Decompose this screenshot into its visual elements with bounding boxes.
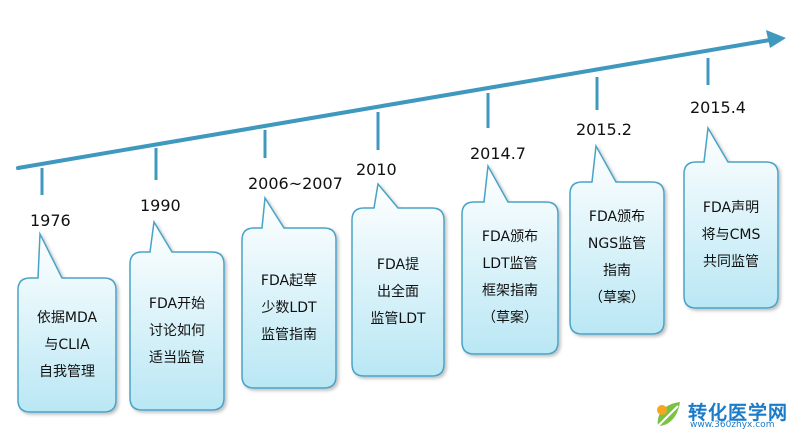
leaf-logo-icon [657, 402, 680, 427]
description-line: （草案） [482, 310, 538, 326]
watermark: 转化医学网 www.360zhyx.com [652, 398, 792, 432]
description-line: FDA提 [376, 256, 420, 273]
watermark-name: 转化医学网 [688, 402, 789, 424]
description-line: FDA声明 [702, 199, 760, 216]
milestone-description: 依据MDA 与CLIA 自我管理 [18, 278, 116, 412]
milestone-year: 2010 [356, 160, 397, 179]
description-line: FDA起草 [260, 272, 318, 289]
description-line: FDA颁布 [588, 209, 646, 225]
description-line: NGS监管 [587, 236, 647, 252]
description-line: FDA开始 [148, 295, 206, 312]
description-line: 指南 [603, 263, 631, 279]
milestone-year: 1990 [140, 196, 181, 215]
description-line: 与CLIA [44, 336, 90, 353]
timeline-arrowhead [766, 30, 786, 48]
description-line: （草案） [589, 290, 645, 306]
description-line: 共同监管 [703, 253, 759, 270]
milestone-description: FDA声明将与CMS 共同监管 [684, 162, 778, 308]
description-line: 出全面 [377, 283, 419, 300]
milestone-year: 1976 [30, 211, 71, 230]
description-line: LDT监管 [482, 256, 538, 272]
timeline-axis [16, 38, 772, 170]
description-line: 监管LDT [370, 310, 426, 327]
callout-bubble [241, 195, 337, 389]
milestone-year: 2014.7 [470, 144, 526, 163]
milestone-description: FDA颁布 LDT监管框架指南 （草案） [462, 202, 558, 354]
callout-bubble [569, 143, 665, 335]
milestone-description: FDA起草少数LDT 监管指南 [242, 228, 336, 388]
milestone-year: 2015.4 [690, 98, 746, 117]
description-line: 监管指南 [261, 326, 317, 343]
description-line: 框架指南 [482, 283, 538, 299]
milestone-year: 2006~2007 [248, 174, 343, 193]
milestone-description: FDA开始讨论如何适当监管 [130, 252, 224, 410]
description-line: 自我管理 [39, 363, 95, 380]
callout-bubble [461, 163, 559, 355]
description-line: FDA颁布 [481, 229, 539, 245]
description-line: 讨论如何 [149, 322, 205, 339]
callout-bubble [17, 231, 117, 413]
description-line: 少数LDT [261, 299, 317, 316]
milestone-description: FDA提出全面监管LDT [352, 208, 444, 376]
callout-bubble [129, 219, 225, 411]
description-line: 依据MDA [36, 309, 98, 326]
milestone-description: FDA颁布 NGS监管指南 （草案） [570, 182, 664, 334]
description-line: 将与CMS [701, 226, 761, 243]
description-line: 适当监管 [149, 349, 205, 366]
milestone-year: 2015.2 [576, 120, 632, 139]
callout-bubble [683, 125, 779, 309]
callout-bubble [351, 182, 445, 377]
watermark-url: www.360zhyx.com [690, 420, 775, 430]
